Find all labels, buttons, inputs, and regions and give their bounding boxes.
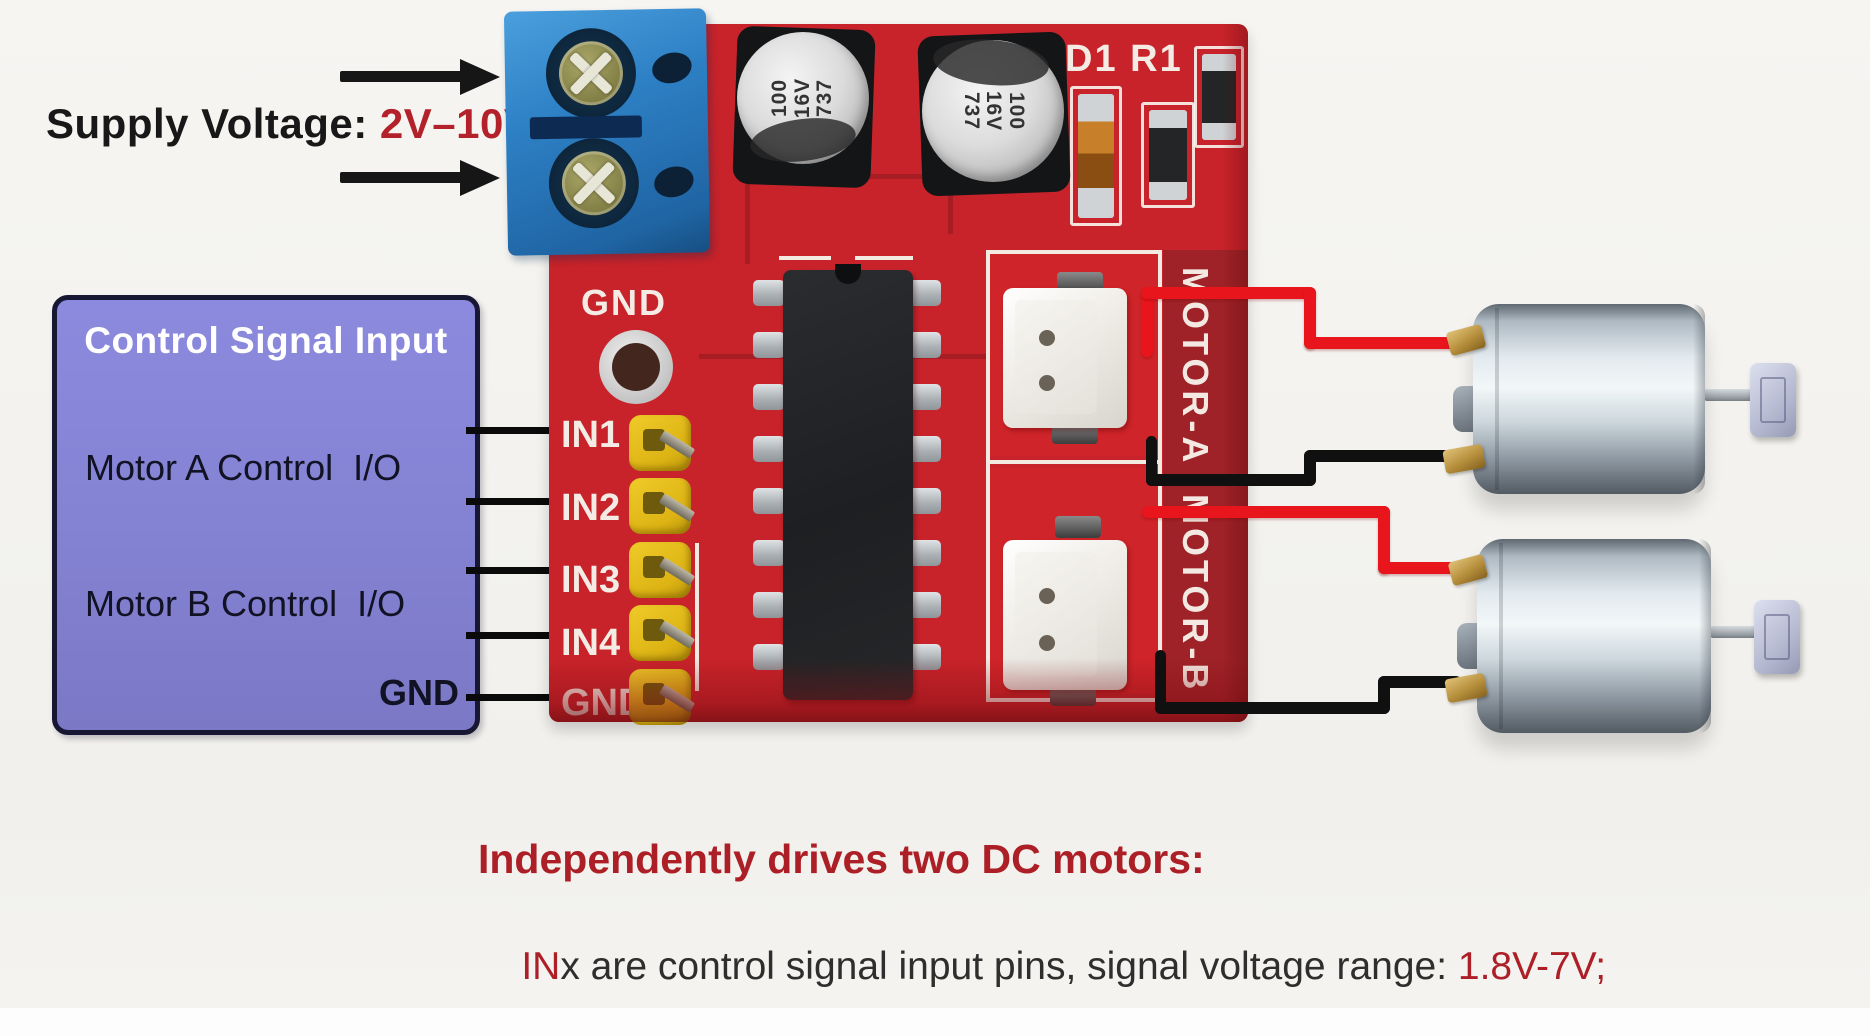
motor-a-control-row: Motor A Control I/O [85, 447, 402, 488]
motor-a [1473, 304, 1705, 494]
signal-line-in4 [466, 632, 554, 639]
connector-pin-hole [1039, 635, 1055, 651]
motor-a-black-wire [1146, 436, 1157, 486]
terminal-wire-hole [648, 48, 696, 88]
motor-frame-line [986, 250, 1162, 254]
control-box-title: Control Signal Input [84, 320, 448, 361]
terminal-screw-top [545, 27, 637, 120]
control-box-gnd-row: GND [379, 672, 459, 713]
pin-label-in2: IN2 [561, 487, 621, 529]
header-pin-in3 [629, 542, 696, 598]
motor-b-black-wire [1155, 702, 1390, 714]
chip-pin [753, 540, 785, 566]
resistor-r2 [1194, 46, 1244, 148]
motor-b-control-row: Motor B Control I/O [85, 583, 406, 624]
chip-pin [909, 592, 941, 618]
resistor-r1 [1141, 102, 1195, 208]
connector-solder-tab [1055, 516, 1101, 538]
motor-frame-line [986, 250, 990, 702]
notes-heading: Independently drives two DC motors: [478, 836, 1205, 882]
motor-b-red-wire [1142, 506, 1390, 518]
header-pin-in1 [629, 415, 696, 471]
motor-a-coupler [1750, 363, 1796, 437]
chip-pin [753, 384, 785, 410]
board-bottom-shade [549, 658, 1248, 722]
chip-pin [753, 280, 785, 306]
board-right-shade [1222, 24, 1248, 722]
supply-arrow-bottom-head [460, 160, 500, 196]
motor-a-shaft [1704, 389, 1756, 401]
mounting-hole-bore [612, 343, 660, 391]
chip-silkscreen [855, 256, 913, 260]
chip-pin [753, 332, 785, 358]
pin-label-in3: IN3 [561, 559, 621, 601]
chip-pin [909, 436, 941, 462]
motor-a-red-wire [1304, 337, 1462, 349]
terminal-wire-hole [650, 162, 698, 202]
supply-arrow-bottom-shaft [340, 172, 464, 183]
control-signal-input-box: Control Signal Input Motor A Control I/O… [52, 295, 480, 735]
signal-line-gnd [466, 694, 554, 701]
chip-notch [835, 264, 861, 284]
supply-arrow-top-head [460, 59, 500, 95]
pin-label-in1: IN1 [561, 414, 621, 456]
motor-a-red-wire [1141, 287, 1316, 299]
terminal-screw-bottom [548, 137, 640, 230]
connector-pin-hole [1039, 588, 1055, 604]
motor-frame-line [986, 460, 1162, 464]
header-pin-in2 [629, 478, 696, 534]
signal-line-in3 [466, 567, 554, 574]
diode-d1 [1070, 86, 1122, 226]
chip-pin [909, 540, 941, 566]
chip-pin [909, 488, 941, 514]
motor-a-black-wire [1304, 450, 1458, 462]
motor-b-red-wire [1378, 562, 1466, 574]
notes-line-2: INx are control signal input pins, signa… [521, 945, 1607, 988]
motor-b-shaft [1710, 626, 1764, 638]
connector-pin-hole [1039, 330, 1055, 346]
supply-arrow-top-shaft [340, 71, 464, 82]
pin-label-in4: IN4 [561, 622, 621, 664]
power-screw-terminal [503, 8, 711, 256]
motor-b-coupler [1754, 600, 1800, 674]
chip-pin [909, 280, 941, 306]
chip-silkscreen [779, 256, 831, 260]
connector-face [1015, 552, 1097, 676]
pcb-trace [803, 174, 953, 179]
board-gnd-top-label: GND [581, 282, 667, 323]
connector-face [1015, 300, 1097, 414]
motor-a-black-wire [1146, 474, 1316, 486]
mounting-hole [599, 330, 673, 404]
motor-b [1477, 539, 1711, 733]
chip-pin [909, 332, 941, 358]
motor-b-red-wire [1378, 506, 1390, 574]
chip-pin [753, 436, 785, 462]
connector-pin-hole [1039, 375, 1055, 391]
driver-ic-chip [783, 264, 913, 700]
header-silkscreen-line [695, 543, 699, 691]
chip-pin [909, 384, 941, 410]
d1-r1-silkscreen: D1 R1 [1065, 38, 1183, 80]
supply-voltage-text: Supply Voltage: [46, 100, 368, 147]
header-pin-in4 [629, 605, 696, 661]
motor-a-connector [1003, 288, 1127, 428]
chip-pin [753, 488, 785, 514]
supply-voltage-label: Supply Voltage: 2V–10V [46, 100, 532, 148]
terminal-slot [529, 115, 643, 140]
signal-line-in1 [466, 427, 554, 434]
motor-b-black-wire [1155, 650, 1166, 714]
bottom-margin [0, 1008, 1870, 1036]
motor-a-silkscreen-label: MOTOR-A [1175, 267, 1216, 467]
motor-a-red-wire [1304, 287, 1316, 349]
signal-line-in2 [466, 498, 554, 505]
motor-b-black-wire [1378, 676, 1462, 688]
motor-a-red-wire [1141, 287, 1153, 357]
chip-pin [753, 592, 785, 618]
